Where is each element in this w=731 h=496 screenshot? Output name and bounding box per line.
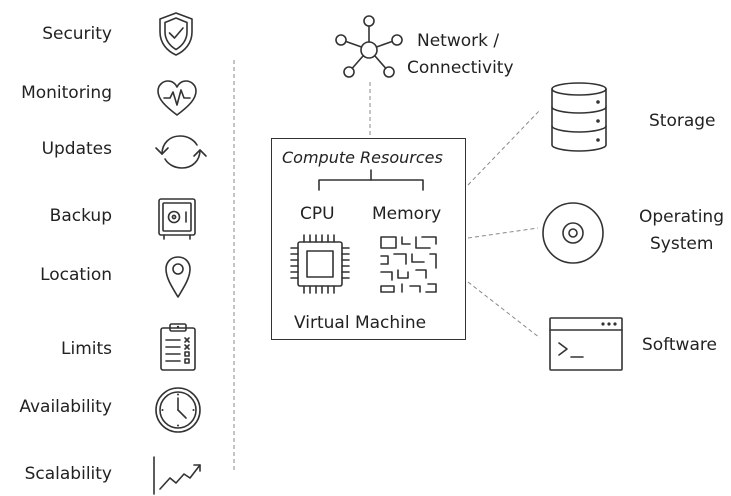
cpu-label: CPU [300, 204, 335, 224]
refresh-icon [155, 135, 207, 169]
map-pin-icon [165, 256, 191, 298]
terminal-window-icon [549, 317, 623, 371]
compute-resources-title: Compute Resources [282, 148, 443, 167]
cpu-chip-icon [290, 234, 350, 294]
label-monitoring: Monitoring [21, 83, 112, 103]
memory-label: Memory [372, 204, 442, 224]
disc-icon [542, 202, 604, 264]
label-security: Security [42, 24, 112, 44]
clock-icon [155, 387, 201, 433]
storage-label: Storage [649, 111, 716, 131]
software-label: Software [642, 335, 717, 355]
virtual-machine-box [271, 138, 466, 340]
network-hub-icon [335, 15, 403, 78]
heart-pulse-icon [157, 80, 197, 116]
safe-icon [158, 198, 196, 240]
label-limits: Limits [61, 339, 112, 359]
divider-line [233, 60, 235, 470]
virtual-machine-label: Virtual Machine [294, 313, 427, 333]
label-location: Location [40, 265, 112, 285]
shield-check-icon [159, 12, 193, 56]
os-label-line2: System [650, 234, 714, 254]
database-icon [551, 82, 607, 152]
trend-up-icon [153, 456, 201, 495]
network-label-line1: Network / [417, 31, 500, 51]
label-updates: Updates [41, 139, 112, 159]
clipboard-checklist-icon [160, 323, 196, 371]
memory-circuit-icon [380, 236, 437, 293]
label-availability: Availability [19, 397, 112, 417]
os-label-line1: Operating [639, 207, 724, 227]
network-label-line2: Connectivity [407, 58, 514, 78]
bracket [318, 169, 424, 191]
label-scalability: Scalability [24, 464, 112, 484]
label-backup: Backup [49, 206, 112, 226]
